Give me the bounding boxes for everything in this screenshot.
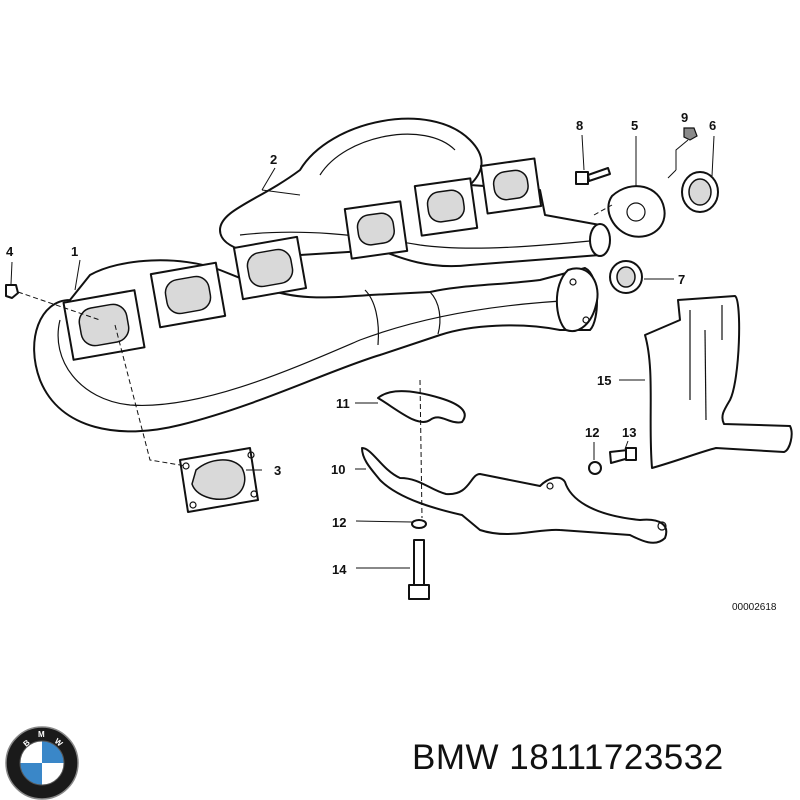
callout-12a: 12 <box>332 515 346 530</box>
callout-5: 5 <box>631 118 638 133</box>
callout-13: 13 <box>622 425 636 440</box>
sealing-ring-part-6 <box>681 171 719 213</box>
svg-text:W: W <box>53 737 65 749</box>
diagram-reference-code: 00002618 <box>732 602 777 613</box>
bolt-part-13 <box>609 447 637 464</box>
callout-3: 3 <box>274 463 281 478</box>
callout-14: 14 <box>332 562 347 577</box>
callout-6: 6 <box>709 118 716 133</box>
bolt-part-8 <box>575 167 611 185</box>
callout-8: 8 <box>576 118 583 133</box>
rear-manifold <box>219 117 611 268</box>
nut-part-4 <box>5 284 19 299</box>
callout-9: 9 <box>681 110 688 125</box>
callout-1: 1 <box>71 244 78 259</box>
svg-text:B: B <box>22 738 32 749</box>
gasket-part-3 <box>179 447 259 513</box>
part-number-caption: BMW 18111723532 <box>412 738 724 777</box>
callout-4: 4 <box>6 244 14 259</box>
front-manifold <box>33 235 599 433</box>
callout-7: 7 <box>678 272 685 287</box>
callout-12b: 12 <box>585 425 599 440</box>
bmw-logo: B M W <box>5 726 79 800</box>
callout-11: 11 <box>336 396 350 411</box>
bracket-part-10 <box>361 447 668 544</box>
callout-labels: 1 2 3 4 5 6 7 8 9 10 11 12 12 13 14 15 <box>6 110 716 577</box>
washer-part-12 <box>411 461 602 529</box>
callout-15: 15 <box>597 373 611 388</box>
callout-10: 10 <box>331 462 345 477</box>
callout-2: 2 <box>270 152 277 167</box>
flange-gasket-part-5 <box>607 185 666 238</box>
svg-text:M: M <box>38 730 45 739</box>
nut-part-9 <box>683 127 698 141</box>
bolt-part-14 <box>408 539 430 600</box>
heat-shield-part-15 <box>644 295 793 469</box>
sealing-ring-part-7 <box>609 260 643 294</box>
leader-lines <box>10 134 715 569</box>
clamp-part-11 <box>377 390 466 424</box>
